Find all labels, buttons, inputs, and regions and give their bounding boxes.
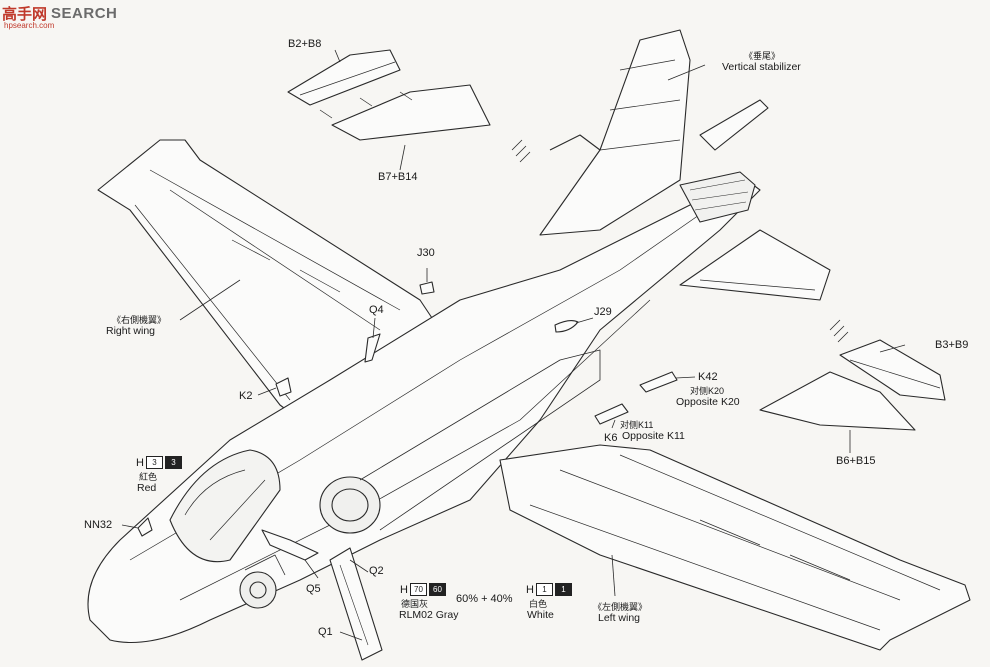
landing-gear-wheel [239, 571, 277, 609]
paint-gray-prefix: H [400, 583, 408, 596]
watermark-url: hpsearch.com [4, 21, 55, 30]
part-k2 [275, 377, 292, 397]
right-wing-drawing [97, 139, 441, 421]
label-mix-ratio: 60% + 40% [456, 593, 513, 605]
paint-gray-code-2: 60 [428, 583, 446, 596]
label-b3-b9: B3+B9 [935, 339, 969, 351]
part-q1-q2 [329, 547, 383, 661]
paint-white-code-2: 1 [554, 583, 572, 596]
label-opp-k11-en: Opposite K11 [622, 430, 685, 442]
stabilizer-b2-b8 [287, 49, 401, 106]
engine-intake-drawing [319, 476, 381, 534]
paint-red-cn: 紅色 [139, 472, 158, 482]
vertical-stabilizer-drawing [539, 29, 691, 236]
label-left-wing-en: Left wing [598, 612, 641, 624]
fuselage-drawing [87, 174, 761, 644]
label-b2-b8: B2+B8 [288, 38, 322, 50]
label-q4: Q4 [369, 304, 384, 316]
label-q1: Q1 [318, 626, 333, 638]
label-b7-b14: B7+B14 [378, 171, 418, 183]
label-q2: Q2 [369, 565, 384, 577]
label-vertical-stabilizer-en: Vertical stabilizer [722, 61, 801, 73]
paint-white-en: White [527, 609, 554, 621]
label-b6-b15: B6+B15 [836, 455, 876, 467]
label-k6: K6 [604, 432, 618, 444]
paint-red-prefix: H [136, 456, 144, 469]
label-vertical-stabilizer-cn: 《垂尾》 [744, 51, 781, 61]
part-q4 [364, 333, 381, 363]
stabilizer-b6-b15 [759, 371, 916, 431]
paint-gray-code: H 70 60 [400, 583, 446, 596]
label-nn32: NN32 [84, 519, 113, 531]
paint-white-code: H 1 1 [526, 583, 572, 596]
watermark-text: SEARCH [51, 5, 118, 22]
part-nn32 [137, 517, 153, 537]
label-j30: J30 [417, 247, 435, 259]
paint-white-code-1: 1 [535, 583, 553, 596]
paint-red-code-2: 3 [164, 456, 182, 469]
label-left-wing-cn: 《左側機翼》 [593, 602, 648, 612]
label-j29: J29 [594, 306, 612, 318]
paint-red-en: Red [137, 482, 157, 494]
part-k6 [594, 403, 629, 425]
label-opp-k20-en: Opposite K20 [676, 396, 740, 408]
paint-gray-cn: 德国灰 [401, 599, 429, 609]
left-wing-drawing [499, 444, 971, 651]
watermark-mark: 高手网 [2, 6, 48, 23]
paint-white-cn: 白色 [529, 599, 548, 609]
part-q5 [261, 529, 319, 561]
paint-red-code-1: 3 [145, 456, 163, 469]
label-k42: K42 [698, 371, 718, 383]
paint-gray-code-1: 70 [409, 583, 427, 596]
canopy-drawing [169, 449, 281, 563]
watermark-logo: 高手网 SEARCH hpsearch.com [2, 3, 118, 30]
stabilizer-b3-b9 [839, 339, 946, 401]
paint-red-code: H 3 3 [136, 456, 182, 469]
label-opp-k11-cn: 对侧K11 [620, 420, 654, 430]
part-k42 [639, 371, 678, 393]
part-j30 [419, 281, 435, 295]
paint-gray-en: RLM02 Gray [399, 609, 459, 621]
label-q5: Q5 [306, 583, 321, 595]
label-k2: K2 [239, 390, 253, 402]
label-right-wing-cn: 《右側機翼》 [112, 315, 167, 325]
label-right-wing-en: Right wing [106, 325, 156, 337]
label-opp-k20-cn: 对侧K20 [690, 386, 725, 396]
stabilizer-b7-b14 [331, 84, 491, 141]
paint-white-prefix: H [526, 583, 534, 596]
